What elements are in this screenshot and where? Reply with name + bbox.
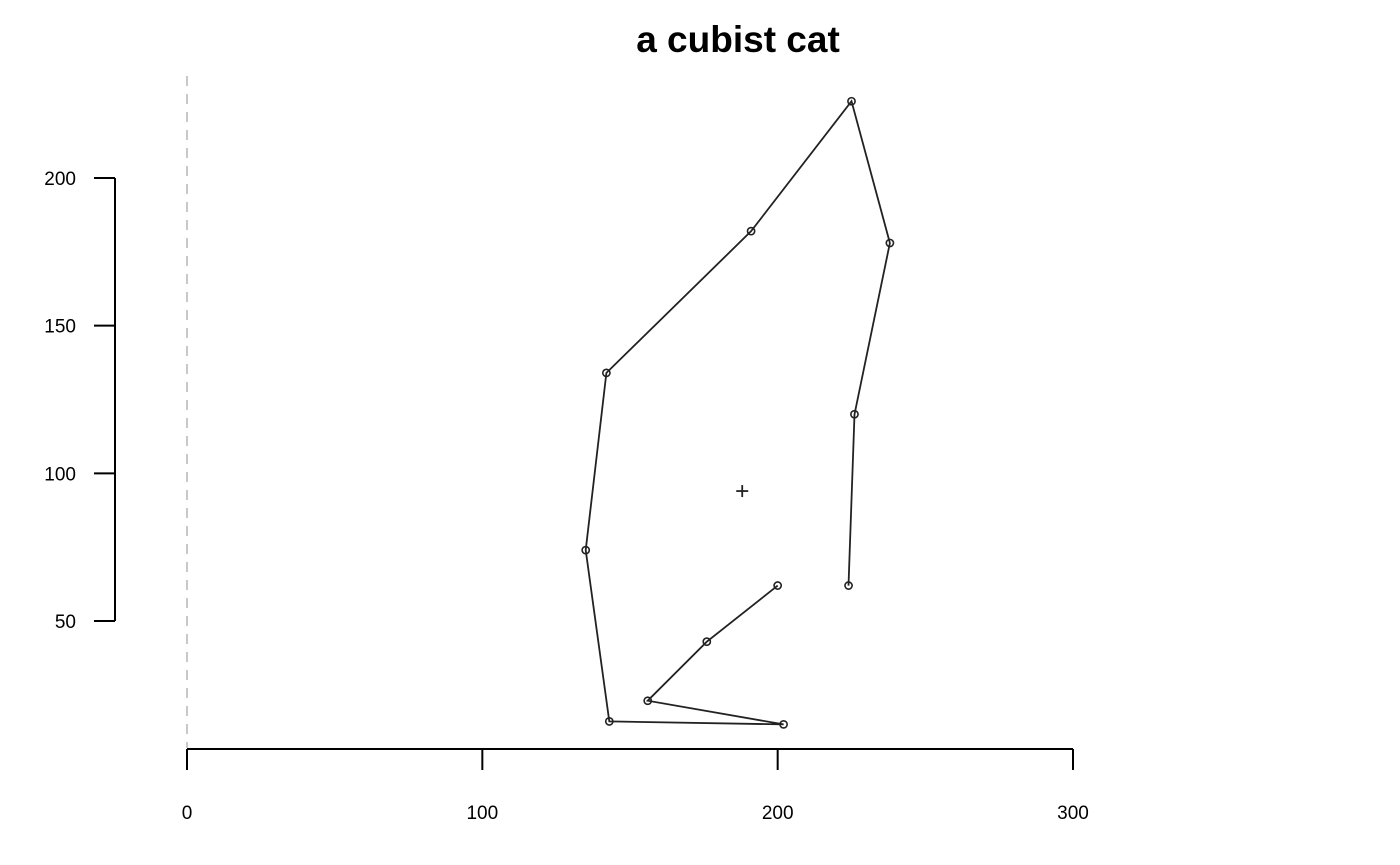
chart-title: a cubist cat (636, 19, 840, 60)
x-tick-label: 0 (182, 803, 193, 824)
axes: 0 100 200 300 50 100 150 200 (44, 169, 1089, 824)
data-point (847, 96, 856, 106)
series-layer (581, 96, 895, 729)
y-tick-label: 50 (55, 612, 76, 633)
data-point (773, 581, 783, 590)
data-point (885, 238, 895, 248)
y-tick-label: 100 (44, 464, 76, 485)
data-point (604, 717, 614, 726)
x-tick-label: 200 (762, 803, 794, 824)
series-line (584, 99, 891, 726)
data-point (850, 409, 859, 419)
centroid-marker (736, 485, 749, 498)
data-point (581, 545, 591, 555)
y-tick-label: 150 (44, 317, 76, 338)
data-point (746, 226, 756, 236)
y-tick-label: 200 (44, 169, 76, 190)
data-point (779, 719, 788, 729)
x-tick-label: 300 (1057, 803, 1089, 824)
data-point (702, 637, 712, 647)
data-point (643, 696, 653, 706)
data-point (601, 368, 611, 378)
data-point (844, 581, 853, 590)
x-tick-label: 100 (466, 803, 498, 824)
